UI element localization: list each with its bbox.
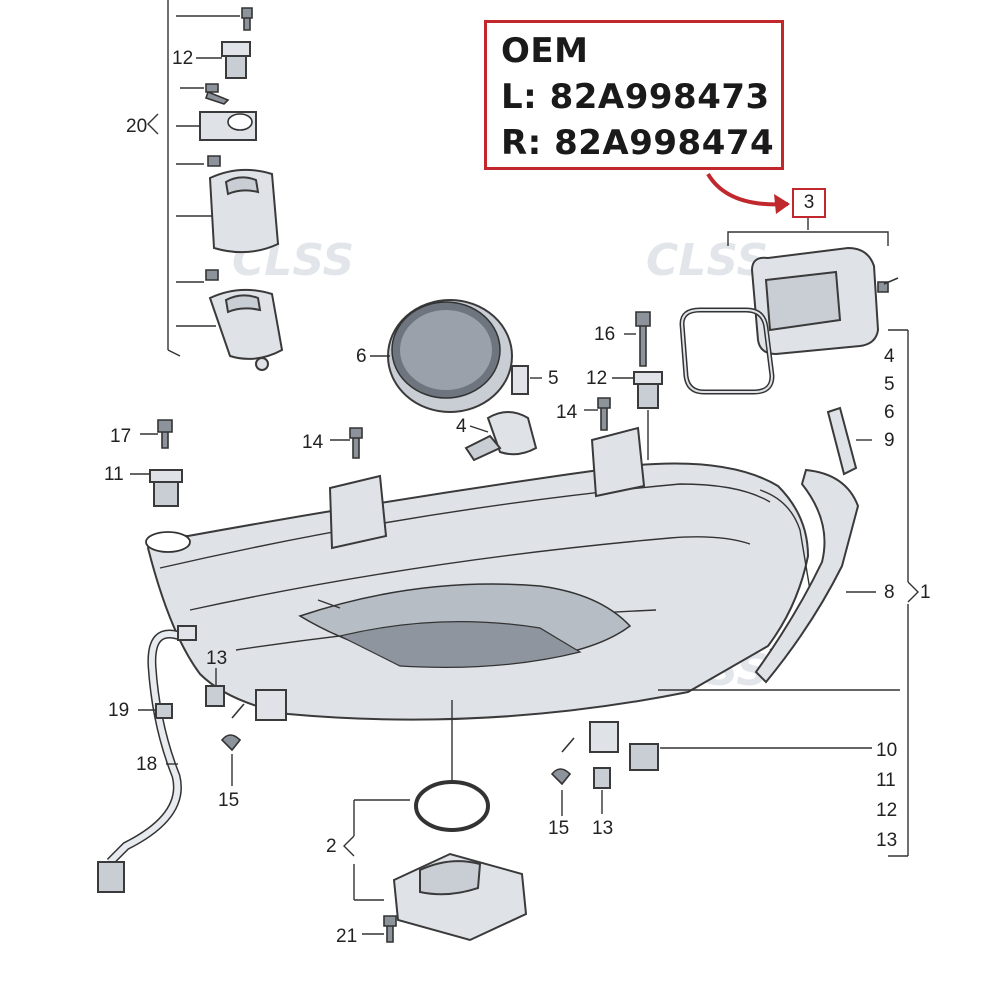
bushing-12	[612, 371, 663, 460]
long-screw-16	[624, 311, 651, 367]
label-12-top: 12	[172, 48, 193, 69]
clip-nut-13-left	[205, 668, 225, 707]
wiring-cable-18	[97, 625, 197, 893]
round-cover-cap-6	[370, 299, 513, 413]
label-2: 2	[326, 836, 337, 857]
screw-14-upper	[584, 397, 611, 431]
label-r13: 13	[876, 830, 897, 851]
callout-arrowhead	[774, 194, 790, 214]
label-r10: 10	[876, 740, 897, 761]
label-11-left: 11	[104, 464, 124, 485]
oem-title: OEM	[501, 31, 589, 71]
label-4: 4	[456, 416, 467, 437]
label-19: 19	[108, 700, 129, 721]
label-12-mid: 12	[586, 368, 607, 389]
label-15-left: 15	[218, 790, 239, 811]
screw-17	[140, 419, 173, 449]
trim-strip-8	[754, 468, 876, 684]
label-r6: 6	[884, 402, 895, 423]
label-r12: 12	[876, 800, 897, 821]
screw-15-left	[220, 703, 245, 786]
oem-right-part-number: R: 82A998474	[501, 123, 775, 163]
label-r5: 5	[884, 374, 895, 395]
rubber-grommet-10	[629, 743, 659, 771]
seal-ring-and-ballast-2	[343, 700, 528, 943]
screw-15-right	[550, 737, 575, 816]
right-bracket-lines	[317, 329, 919, 857]
small-bulb-5	[511, 365, 542, 395]
bushing-11	[130, 469, 183, 507]
clip-nut-13-right	[593, 767, 611, 814]
label-14-left: 14	[302, 432, 324, 453]
label-14-upper: 14	[556, 402, 578, 423]
bracket-assembly-20	[167, 0, 284, 371]
label-13-right: 13	[592, 818, 613, 839]
label-15-right: 15	[548, 818, 569, 839]
label-17: 17	[110, 426, 131, 447]
label-9: 9	[884, 430, 895, 451]
label-13-left: 13	[206, 648, 227, 669]
oem-left-part-number: L: 82A998473	[501, 77, 770, 117]
bracket-20	[147, 113, 159, 135]
headlight-housing-1	[145, 426, 811, 753]
label-8: 8	[884, 582, 895, 603]
label-r4: 4	[884, 346, 895, 367]
label-18: 18	[136, 754, 157, 775]
label-5: 5	[548, 368, 559, 389]
oem-part-number-box: OEM L: 82A998473 R: 82A998474	[484, 20, 784, 170]
label-16: 16	[594, 324, 615, 345]
label-r11: 11	[876, 770, 896, 791]
label-6: 6	[356, 346, 367, 367]
watermark-top-right: CLSS	[646, 235, 768, 286]
trim-part-9	[826, 406, 872, 476]
led-control-module-3	[679, 218, 899, 395]
label-20: 20	[126, 116, 147, 137]
callout-part-3: 3	[792, 188, 826, 218]
screw-14-left	[330, 427, 363, 459]
bulb-socket-4	[464, 411, 538, 462]
label-21: 21	[336, 926, 357, 947]
label-1: 1	[920, 582, 931, 603]
